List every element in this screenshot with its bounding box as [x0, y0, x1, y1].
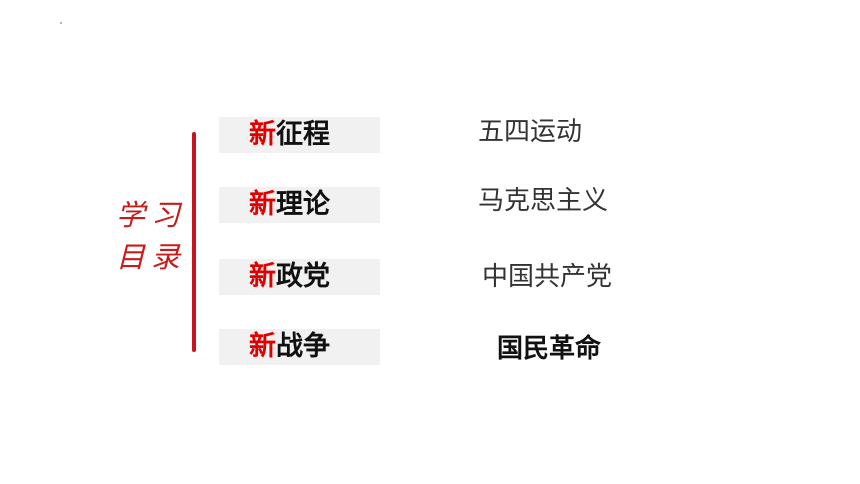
- section-title-line-1: 学习: [116, 198, 187, 232]
- menu-item-1[interactable]: 新征程: [219, 117, 380, 153]
- topic-4: 国民革命: [497, 334, 602, 364]
- menu-item-accent: 新: [249, 189, 276, 220]
- menu-item-4[interactable]: 新战争: [219, 329, 380, 365]
- section-title: 学习 目录: [116, 194, 186, 278]
- menu-item-accent: 新: [249, 261, 276, 292]
- menu-item-accent: 新: [249, 119, 276, 150]
- menu-item-label: 征程: [276, 119, 330, 150]
- menu-item-accent: 新: [249, 331, 276, 362]
- menu-item-label: 理论: [276, 189, 330, 220]
- section-title-line-2: 目录: [116, 240, 187, 274]
- menu-item-label: 政党: [276, 261, 330, 292]
- menu-item-2[interactable]: 新理论: [219, 187, 380, 223]
- menu-item-label: 战争: [276, 331, 330, 362]
- topic-2: 马克思主义: [478, 186, 609, 216]
- topic-1: 五四运动: [478, 117, 583, 147]
- topic-3: 中国共产党: [482, 262, 613, 292]
- menu-item-3[interactable]: 新政党: [219, 259, 380, 295]
- bracket-divider: [192, 132, 196, 352]
- decorative-dot: [60, 22, 62, 24]
